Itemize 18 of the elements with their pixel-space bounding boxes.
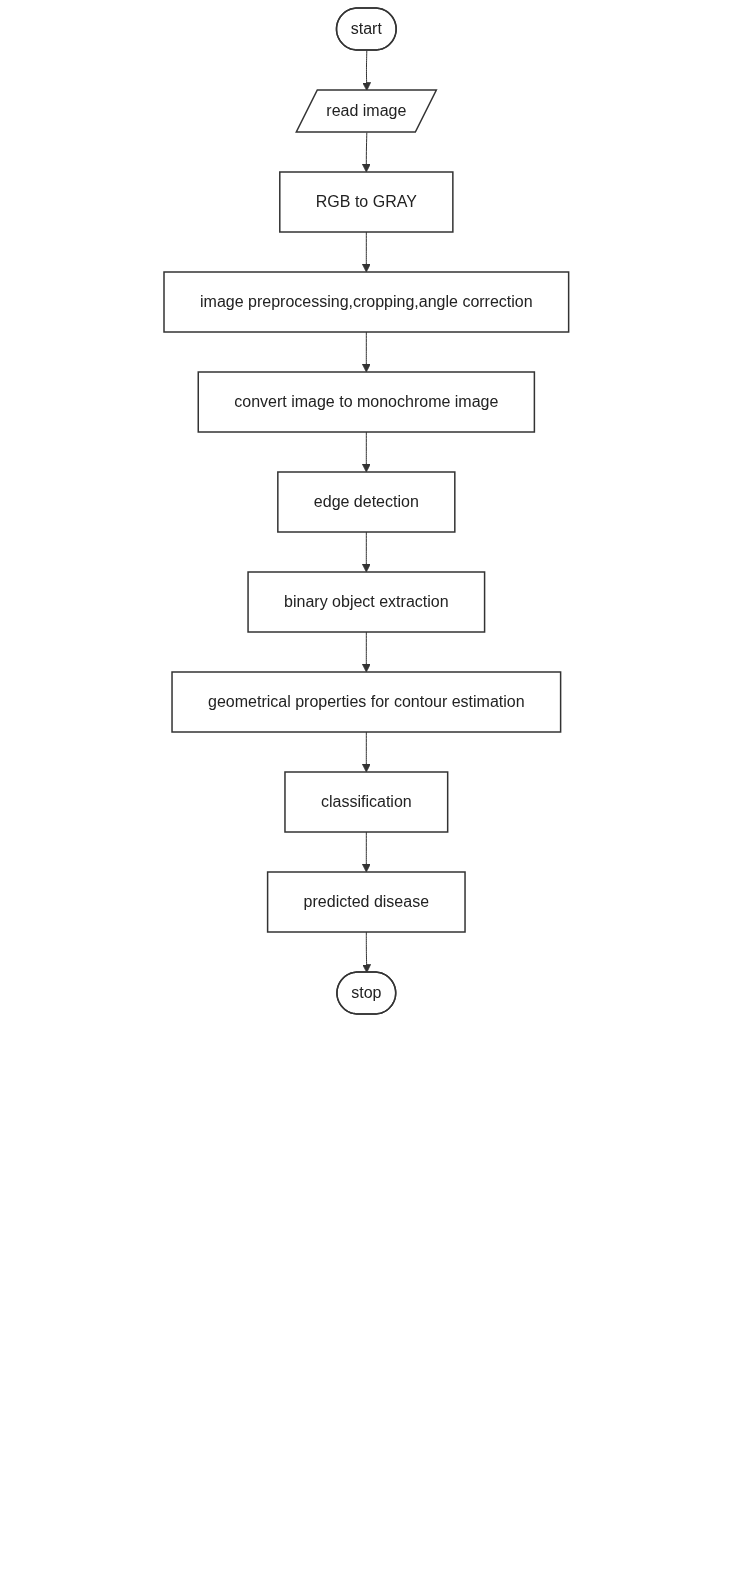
node-box: binary object extraction: [247, 571, 485, 633]
arrow: [361, 132, 371, 173]
node-box: geometrical properties for contour estimation: [170, 671, 562, 733]
arrow: [361, 231, 371, 273]
node-box: predicted disease: [266, 871, 466, 933]
arrow: [361, 431, 371, 473]
arrow: [361, 731, 371, 773]
arrow: [361, 931, 371, 973]
arrow: [361, 531, 371, 573]
arrow: [361, 831, 371, 873]
node-box: edge detection: [276, 471, 456, 533]
node-box: convert image to monochrome image: [197, 371, 535, 433]
arrow: [361, 631, 371, 673]
arrow: [361, 331, 371, 373]
arrow: [361, 50, 371, 91]
node-box: classification: [283, 771, 449, 833]
node-box: RGB to GRAY: [278, 171, 454, 233]
node-box: image preprocessing,cropping,angle correction: [162, 271, 570, 333]
